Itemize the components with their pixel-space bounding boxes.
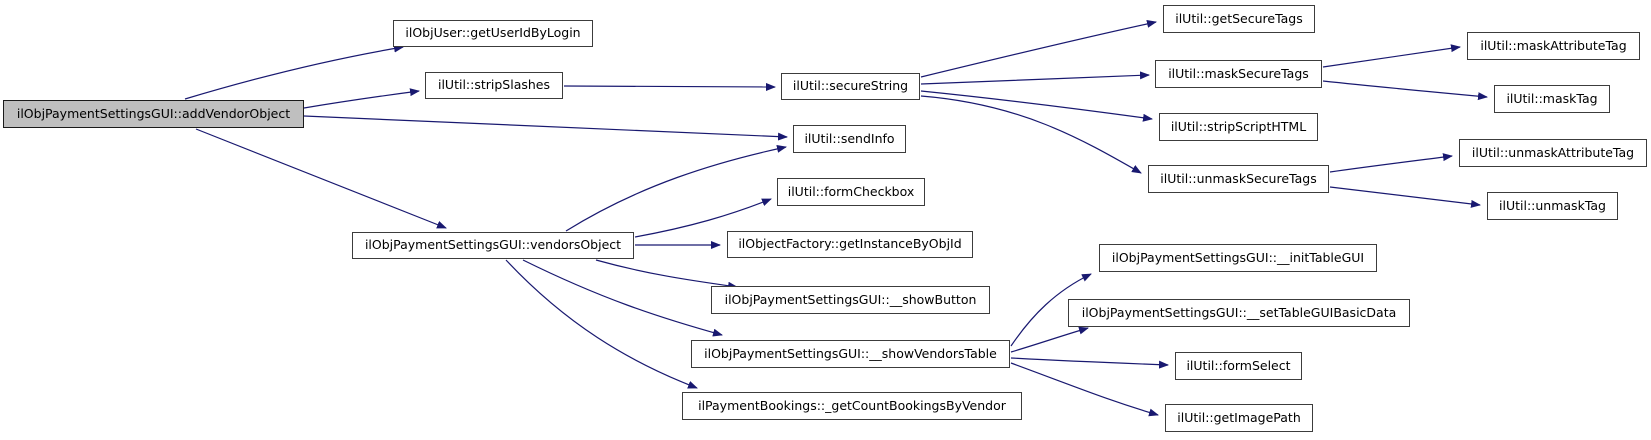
node-showButton[interactable]: ilObjPaymentSettingsGUI::__showButton (711, 286, 990, 314)
edge-secureString-to-getSecureTags (920, 19, 1157, 78)
node-getInstanceByObjId[interactable]: ilObjectFactory::getInstanceByObjId (727, 231, 973, 258)
edge-vendorsObject-to-showVendorsTable (522, 259, 723, 337)
edge-stripSlashes-to-secureString (563, 82, 776, 91)
edge-secureString-to-maskSecureTags (920, 71, 1150, 85)
node-getUserIdByLogin[interactable]: ilObjUser::getUserIdByLogin (393, 20, 593, 47)
node-formCheckbox[interactable]: ilUtil::formCheckbox (777, 178, 925, 206)
edge-addVendorObject-to-sendInfo (303, 115, 788, 141)
edge-unmaskSecureTags-to-unmaskAttributeTag (1329, 153, 1453, 173)
node-unmaskSecureTags[interactable]: ilUtil::unmaskSecureTags (1148, 165, 1329, 193)
node-maskAttributeTag[interactable]: ilUtil::maskAttributeTag (1467, 32, 1640, 60)
edge-secureString-to-unmaskSecureTags (920, 95, 1142, 174)
edge-maskSecureTags-to-maskTag (1322, 80, 1488, 101)
node-maskSecureTags[interactable]: ilUtil::maskSecureTags (1155, 60, 1322, 88)
edge-showVendorsTable-to-initTableGUI (1010, 273, 1092, 347)
edge-maskSecureTags-to-maskAttributeTag (1322, 44, 1461, 68)
node-vendorsObject[interactable]: ilObjPaymentSettingsGUI::vendorsObject (352, 232, 634, 259)
node-secureString[interactable]: ilUtil::secureString (781, 73, 920, 100)
node-setTableGUIBasicData[interactable]: ilObjPaymentSettingsGUI::__setTableGUIBa… (1068, 299, 1410, 327)
node-getSecureTags[interactable]: ilUtil::getSecureTags (1163, 5, 1315, 33)
edge-showVendorsTable-to-formSelect (1010, 357, 1169, 369)
node-initTableGUI[interactable]: ilObjPaymentSettingsGUI::__initTableGUI (1099, 244, 1377, 272)
edge-addVendorObject-to-getUserIdByLogin (184, 44, 404, 100)
node-formSelect[interactable]: ilUtil::formSelect (1175, 352, 1302, 380)
node-unmaskTag[interactable]: ilUtil::unmaskTag (1487, 192, 1618, 220)
edge-showVendorsTable-to-setTableGUIBasicData (1010, 326, 1089, 353)
edge-vendorsObject-to-sendInfo (565, 144, 787, 232)
node-stripScriptHTML[interactable]: ilUtil::stripScriptHTML (1159, 113, 1318, 141)
edge-addVendorObject-to-vendorsObject (195, 128, 447, 229)
node-getCountBookingsByVendor[interactable]: ilPaymentBookings::_getCountBookingsByVe… (682, 392, 1022, 420)
edge-vendorsObject-to-formCheckbox (634, 198, 772, 238)
edge-showVendorsTable-to-getImagePath (1010, 362, 1159, 417)
edge-vendorsObject-to-showButton (595, 259, 738, 290)
edge-vendorsObject-to-getCountBookingsByVendor (505, 259, 698, 389)
node-stripSlashes[interactable]: ilUtil::stripSlashes (425, 72, 563, 99)
node-sendInfo[interactable]: ilUtil::sendInfo (793, 125, 906, 153)
edge-unmaskSecureTags-to-unmaskTag (1329, 186, 1481, 208)
node-showVendorsTable[interactable]: ilObjPaymentSettingsGUI::__showVendorsTa… (691, 340, 1010, 368)
node-getImagePath[interactable]: ilUtil::getImagePath (1165, 404, 1313, 432)
node-addVendorObject[interactable]: ilObjPaymentSettingsGUI::addVendorObject (3, 100, 304, 128)
node-maskTag[interactable]: ilUtil::maskTag (1494, 85, 1610, 113)
node-unmaskAttributeTag[interactable]: ilUtil::unmaskAttributeTag (1459, 139, 1647, 167)
edge-secureString-to-stripScriptHTML (920, 90, 1153, 122)
edge-addVendorObject-to-stripSlashes (303, 88, 420, 109)
